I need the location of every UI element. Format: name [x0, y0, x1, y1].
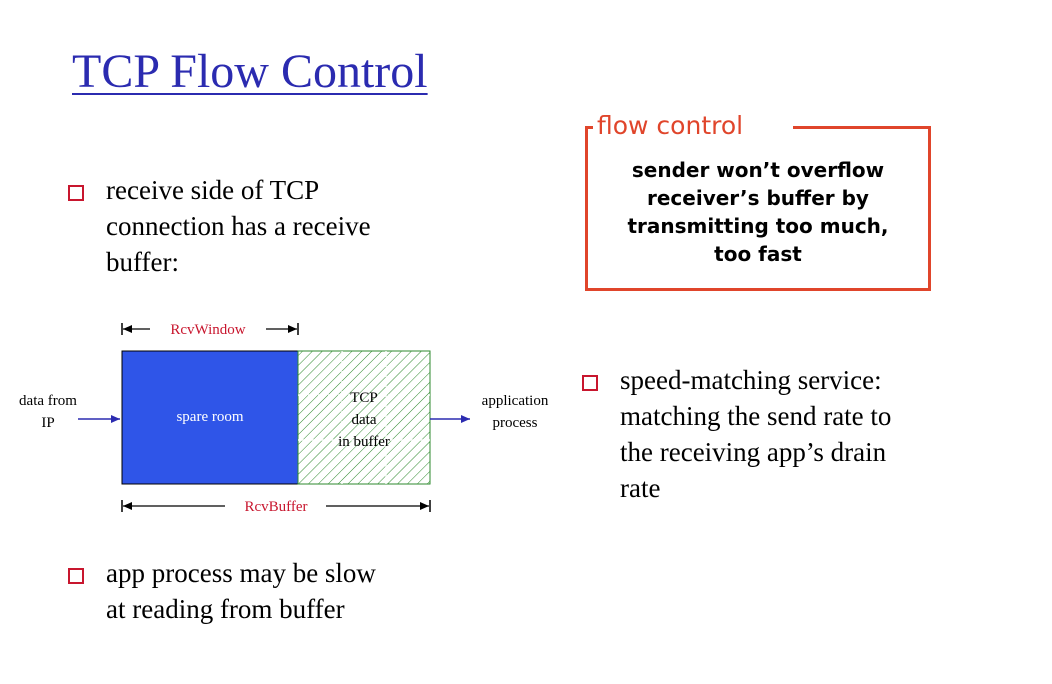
- spare-room-label: spare room: [176, 409, 243, 425]
- tcp-data-label-line: in buffer: [338, 434, 390, 450]
- tcp-data-label-line: data: [352, 412, 377, 428]
- flow-control-callout: flow control sender won’t overflow recei…: [585, 113, 931, 291]
- callout-line: sender won’t overflow: [631, 158, 885, 182]
- spare-room-region: [121, 350, 299, 485]
- application-process-label: process: [493, 415, 538, 431]
- callout-label: flow control: [597, 111, 744, 140]
- tcp-data-region: [297, 350, 431, 485]
- bullet-box-icon: [582, 375, 598, 391]
- bullet-line: speed-matching service:: [620, 365, 882, 395]
- data-from-ip-label: IP: [41, 415, 54, 431]
- bullet-text: app process may be slow at reading from …: [106, 555, 376, 627]
- callout-line: receiver’s buffer by: [647, 186, 869, 210]
- bullet-line: receive side of TCP: [106, 175, 320, 205]
- bullet-line: buffer:: [106, 247, 179, 277]
- bullet-line: rate: [620, 473, 661, 503]
- callout-border: [793, 126, 931, 129]
- tcp-data-label-line: TCP: [350, 390, 378, 406]
- callout-line: transmitting too much,: [627, 214, 889, 238]
- bullet-line: app process may be slow: [106, 558, 376, 588]
- callout-body: sender won’t overflow receiver’s buffer …: [588, 156, 928, 268]
- bullet-line: the receiving app’s drain: [620, 437, 887, 467]
- bullet-line: matching the send rate to: [620, 401, 892, 431]
- rcv-buffer-label: RcvBuffer: [244, 499, 307, 515]
- bullet-line: at reading from buffer: [106, 594, 345, 624]
- bullet-line: connection has a receive: [106, 211, 371, 241]
- bullet-text: speed-matching service: matching the sen…: [620, 362, 891, 506]
- application-process-label: application: [482, 393, 549, 409]
- rcv-window-dimension: RcvWindow: [121, 322, 299, 338]
- buffer-grid-lines: [298, 351, 430, 484]
- bullet-box-icon: [68, 568, 84, 584]
- callout-line: too fast: [714, 242, 802, 266]
- rcv-window-label: RcvWindow: [170, 322, 245, 338]
- data-from-ip-label: data from: [19, 393, 77, 409]
- callout-border: [585, 126, 593, 129]
- bullet-box-icon: [68, 185, 84, 201]
- page-title: TCP Flow Control: [72, 45, 428, 98]
- rcv-buffer-dimension: RcvBuffer: [121, 499, 431, 515]
- bullet-text: receive side of TCP connection has a rec…: [106, 172, 371, 280]
